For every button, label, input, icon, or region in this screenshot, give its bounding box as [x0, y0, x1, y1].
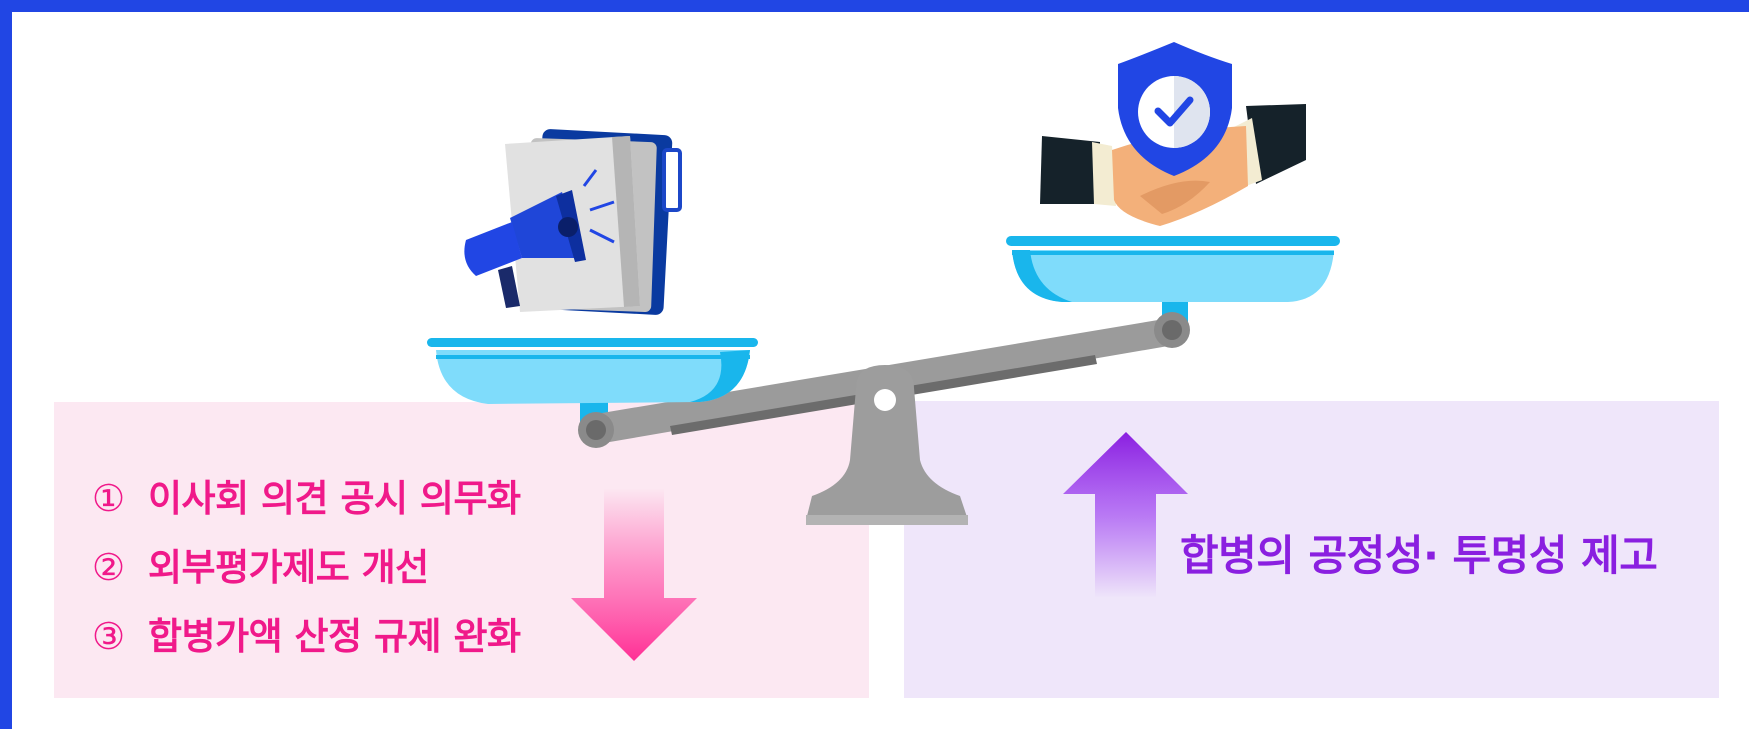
shield-handshake-icon — [1040, 42, 1306, 226]
list-item-text: 외부평가제도 개선 — [148, 546, 429, 589]
right-pan — [1006, 236, 1340, 302]
left-pan — [427, 338, 758, 404]
right-panel — [904, 401, 1719, 698]
megaphone-document-icon — [464, 129, 682, 315]
list-item: ③ 합병가액 산정 규제 완화 — [92, 608, 521, 677]
measure-list: ① 이사회 의견 공시 의무화 ② 외부평가제도 개선 ③ 합병가액 산정 규제 완화 — [92, 470, 521, 677]
scale-pedestal — [806, 365, 968, 525]
down-arrow-icon — [571, 488, 697, 661]
list-item: ② 외부평가제도 개선 — [92, 539, 521, 608]
up-arrow-icon — [1063, 432, 1188, 598]
list-marker: ③ — [92, 615, 125, 658]
list-item-text: 이사회 의견 공시 의무화 — [148, 477, 521, 520]
outcome-text: 합병의 공정성· 투명성 제고 — [1180, 531, 1658, 580]
left-panel — [54, 402, 869, 698]
list-item: ① 이사회 의견 공시 의무화 — [92, 470, 521, 539]
list-marker: ② — [92, 546, 125, 589]
list-marker: ① — [92, 477, 125, 520]
list-item-text: 합병가액 산정 규제 완화 — [148, 615, 521, 658]
